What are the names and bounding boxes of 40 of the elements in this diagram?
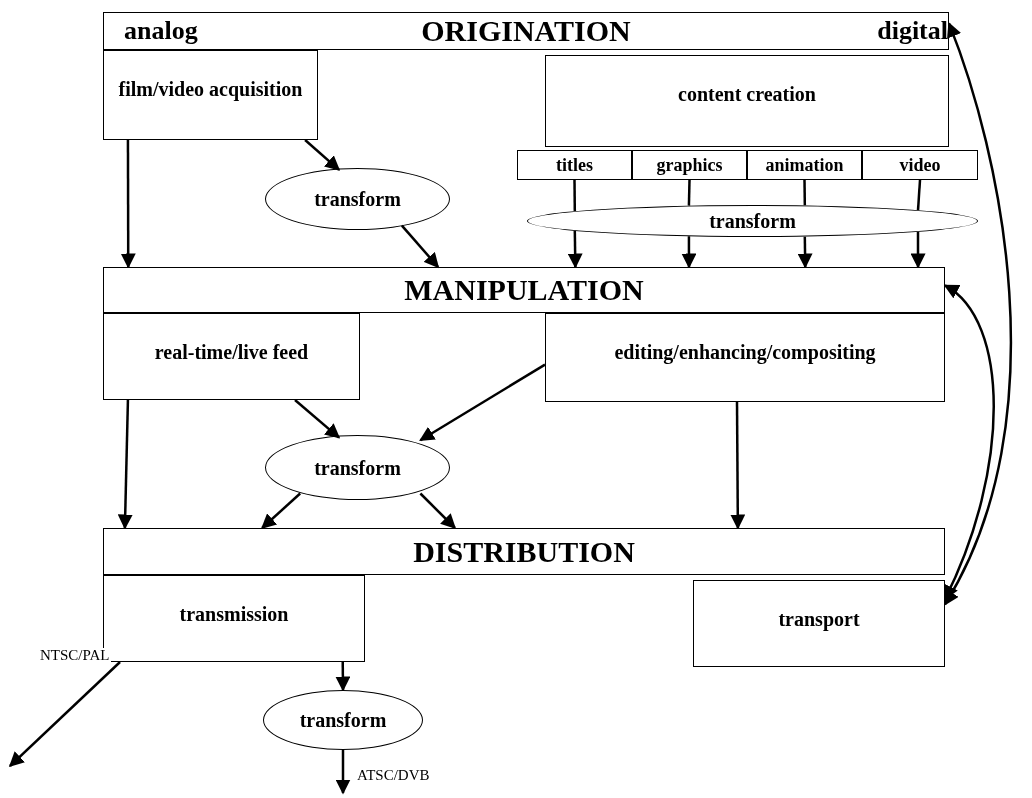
category-cell: animation — [747, 150, 862, 180]
arrow — [910, 231, 926, 269]
arrow — [120, 140, 136, 269]
arrow — [117, 399, 133, 530]
process-box: transport — [693, 580, 945, 667]
arrow — [8, 661, 121, 768]
arrow — [419, 492, 456, 530]
arrow — [943, 22, 1013, 606]
arrow — [567, 230, 583, 269]
node-label: transform — [312, 189, 403, 209]
stage-band — [103, 528, 945, 575]
process-box: real-time/live feed — [103, 313, 360, 400]
arrow — [730, 402, 746, 530]
category-cell: graphics — [632, 150, 747, 180]
category-cell: video — [862, 150, 978, 180]
stage-band — [103, 12, 949, 50]
arrow — [335, 750, 351, 795]
edge-label: NTSC/PAL — [38, 648, 112, 663]
category-cell: titles — [517, 150, 632, 180]
arrow — [419, 363, 546, 442]
arrow — [681, 236, 697, 269]
arrow — [304, 139, 341, 171]
arrow — [400, 224, 440, 269]
stage-heading: MANIPULATION — [404, 275, 644, 305]
arrow — [261, 492, 301, 529]
process-box: film/video acquisition — [103, 50, 318, 140]
stage-heading: DISTRIBUTION — [413, 536, 635, 567]
node-label: transform — [707, 211, 798, 231]
domain-label: digital — [877, 18, 948, 44]
node-label: transform — [312, 457, 403, 478]
edge-label: ATSC/DVB — [355, 768, 432, 783]
arrow — [335, 662, 351, 692]
process-box: content creation — [545, 55, 949, 147]
stage-heading: ORIGINATION — [421, 16, 631, 46]
domain-label: analog — [124, 18, 198, 44]
stage-band — [103, 267, 945, 313]
arrow — [797, 236, 813, 269]
arrow — [294, 399, 341, 439]
node-label: transform — [297, 710, 389, 730]
process-box: editing/enhancing/compositing — [545, 313, 945, 402]
